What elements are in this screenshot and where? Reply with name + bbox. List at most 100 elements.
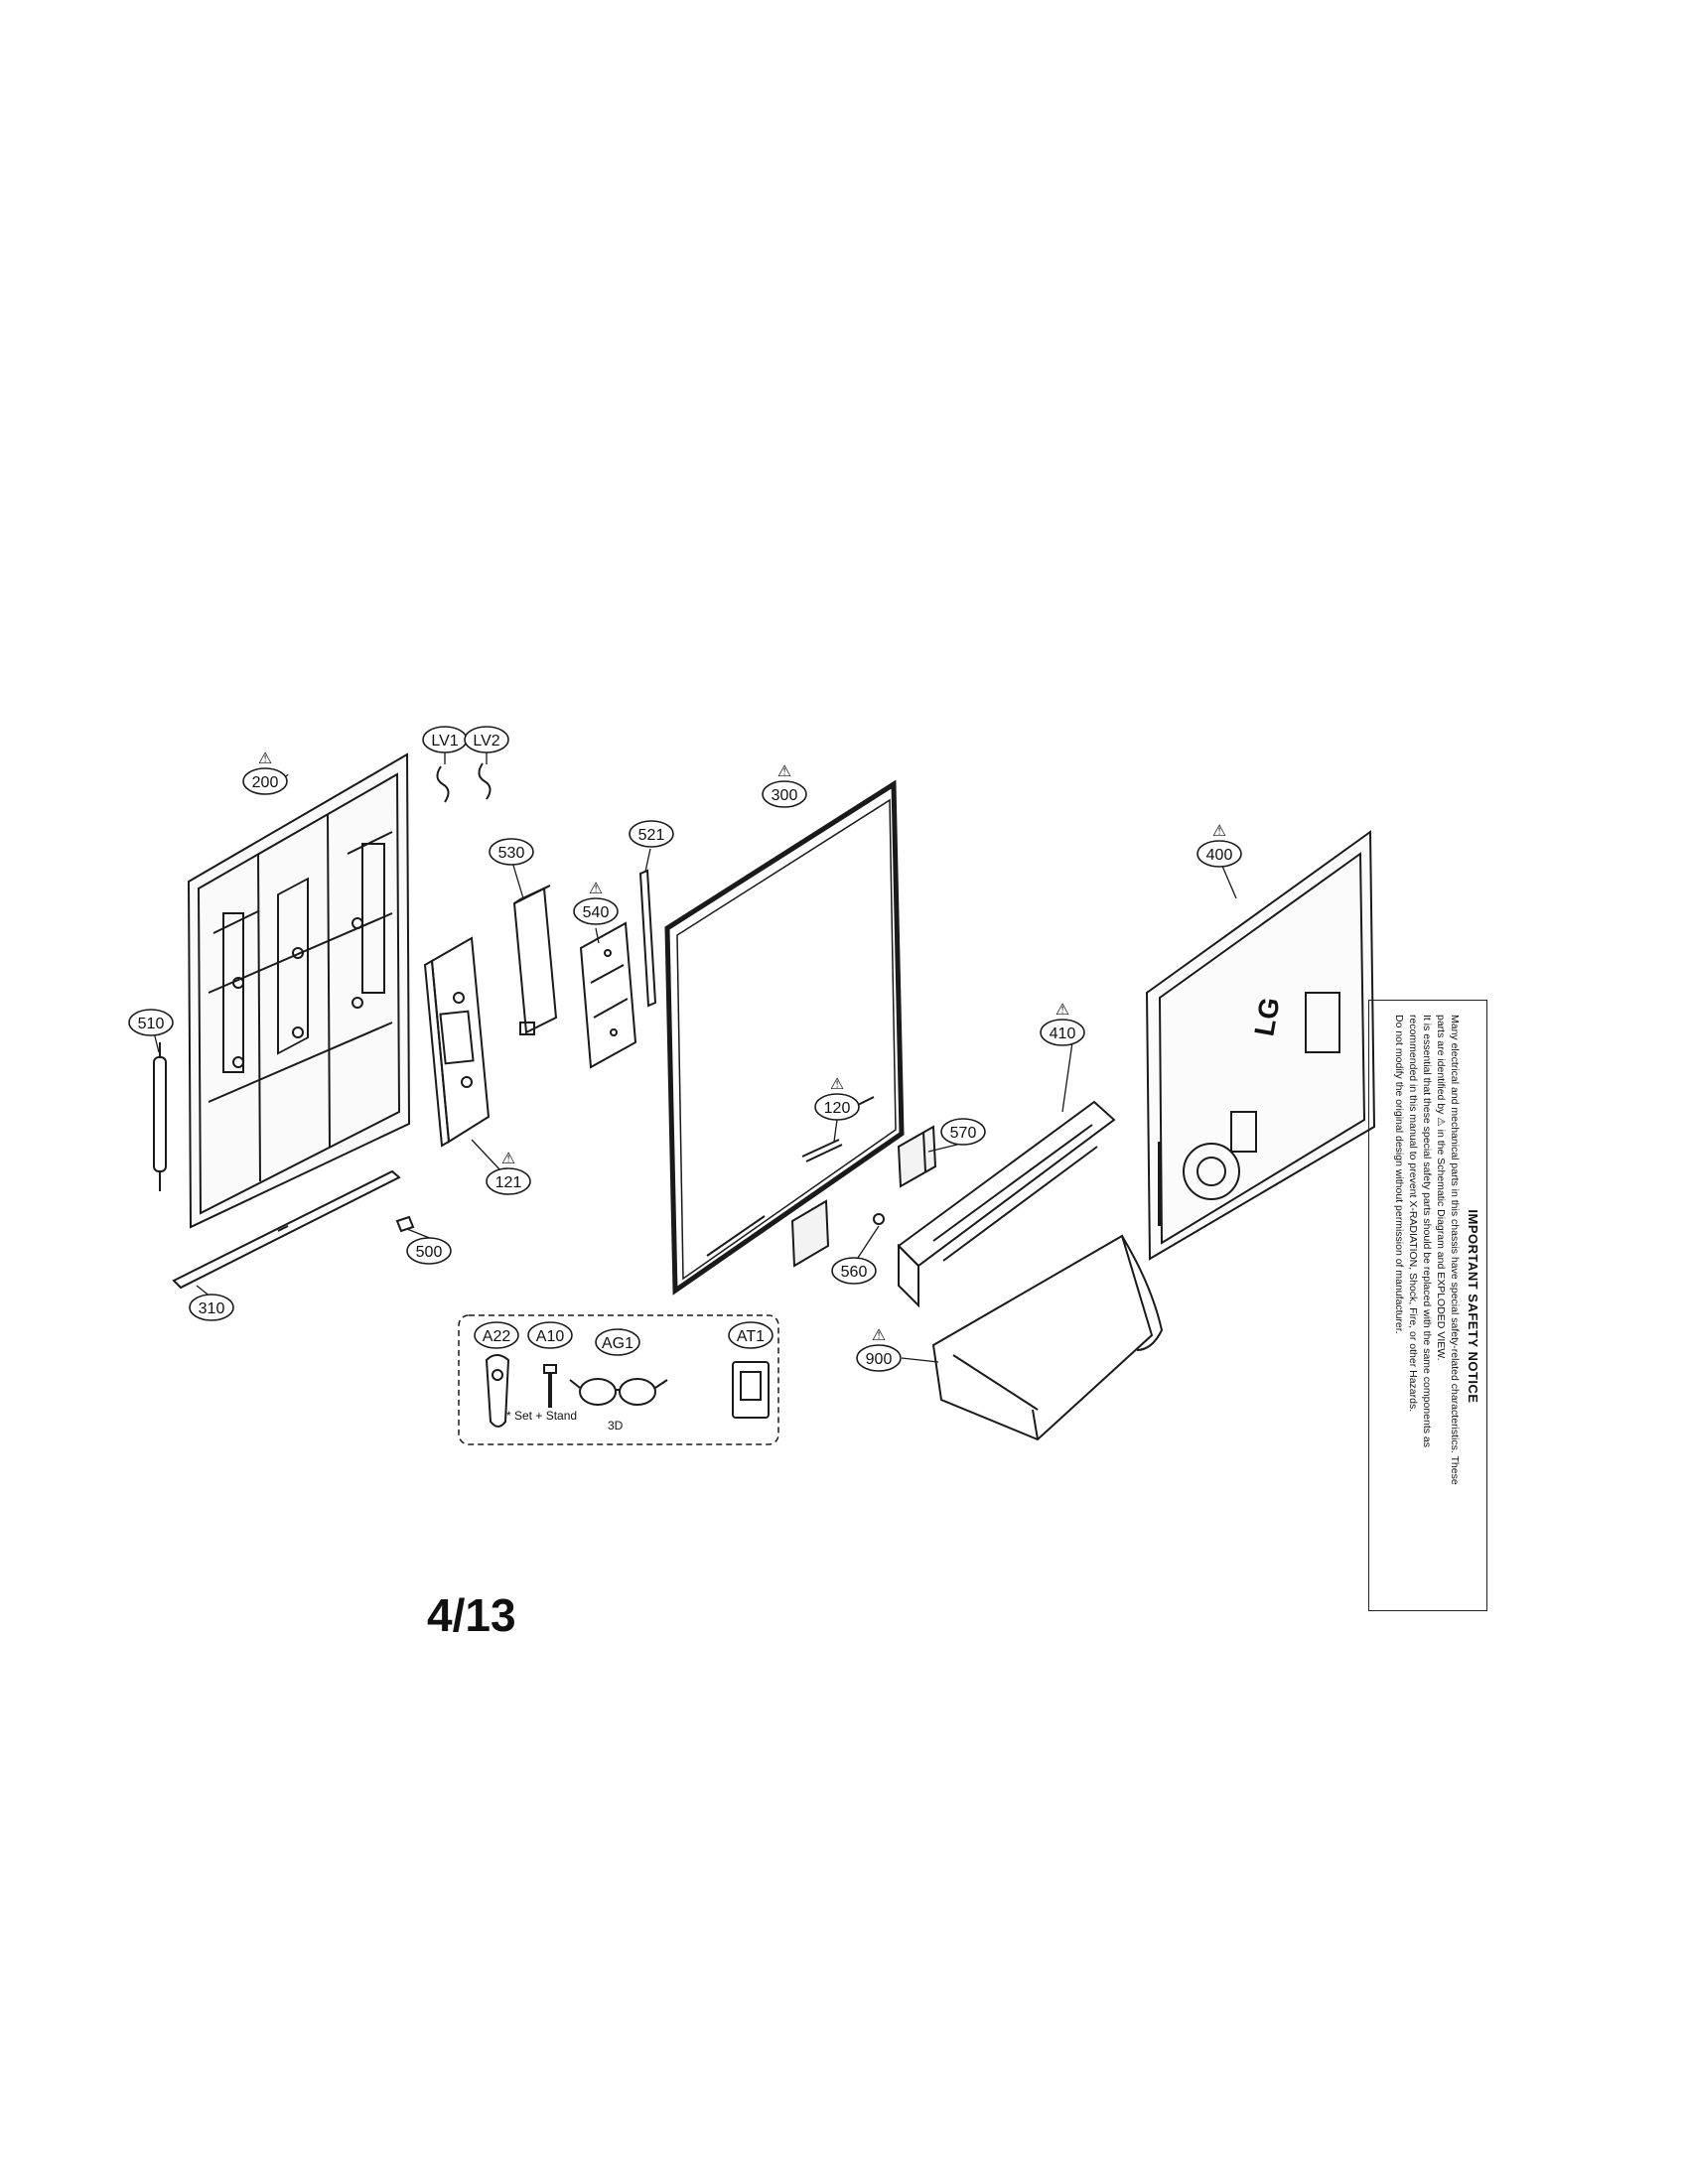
logo-text: LG: [1248, 995, 1285, 1038]
callout-label: 540: [583, 904, 610, 921]
callout-lv2: LV2: [464, 726, 509, 753]
part-900-stand: [931, 1234, 1164, 1441]
part-310-bottom-bar: [172, 1169, 401, 1290]
part-400-back-cover: LG: [1145, 830, 1376, 1261]
callout-label: A22: [483, 1328, 511, 1345]
part-500-clip: [395, 1215, 415, 1233]
callout-540: 540 ⚠: [573, 879, 619, 925]
callout-310: 310: [189, 1294, 234, 1321]
accessory-a22-remote: [485, 1354, 510, 1428]
callout-label: 570: [950, 1125, 977, 1142]
callout-530: 530: [489, 838, 534, 866]
callout-300: 300 ⚠: [762, 761, 807, 808]
warning-icon: ⚠: [501, 1149, 515, 1167]
callout-oval: [128, 1009, 174, 1036]
callout-oval: [940, 1118, 986, 1146]
safety-notice-title: IMPORTANT SAFETY NOTICE: [1466, 1209, 1480, 1404]
callout-oval: [489, 838, 534, 866]
part-121-board: [423, 936, 491, 1148]
safety-notice-line: recommended in this manual to prevent X-…: [1407, 1015, 1419, 1413]
callout-410: 410 ⚠: [1040, 1000, 1085, 1046]
part-521-strip: [638, 869, 657, 1008]
callout-521: 521: [629, 820, 674, 848]
safety-notice-line: Many electrical and mechanical parts in …: [1449, 1015, 1461, 1485]
callout-label: LV1: [431, 733, 458, 750]
callout-label: 400: [1206, 847, 1233, 864]
callout-label: 300: [772, 787, 798, 804]
three-d-note: 3D: [608, 1419, 624, 1433]
callout-ag1: AG1: [595, 1328, 640, 1356]
callout-label: A10: [536, 1328, 565, 1345]
part-530-power-block: [512, 885, 558, 1035]
part-lv1-clip: [436, 765, 450, 803]
callout-label: AT1: [737, 1328, 765, 1345]
accessory-box: [458, 1314, 779, 1445]
callout-500: 500: [406, 1237, 452, 1265]
callout-label: 310: [199, 1300, 225, 1317]
callout-label: 500: [416, 1244, 443, 1261]
callout-oval: [1196, 840, 1242, 868]
callout-oval: [814, 1093, 860, 1121]
part-560-bracket: [790, 1199, 885, 1268]
warning-icon: ⚠: [830, 1074, 844, 1093]
callout-layer: 200 ⚠ LV1 LV2 530 540 ⚠ 521 300 ⚠ 400 ⚠ 510 121 ⚠ 500 31…: [128, 726, 1242, 1372]
callout-label: 530: [498, 845, 525, 862]
callout-oval: [831, 1257, 877, 1285]
set-stand-note: * Set + Stand: [506, 1409, 577, 1423]
callout-570: 570: [940, 1118, 986, 1146]
part-510-side-bar: [153, 1042, 167, 1191]
callout-oval: [406, 1237, 452, 1265]
callout-oval: [242, 767, 288, 795]
accessory-at1-manual: [732, 1361, 770, 1419]
callout-a10: A10: [527, 1321, 573, 1349]
safety-notice-line: It is essential that these special safet…: [1421, 1015, 1433, 1447]
warning-icon: ⚠: [258, 749, 272, 767]
callout-label: 120: [824, 1100, 851, 1117]
warning-icon: ⚠: [777, 761, 791, 780]
callout-label: 121: [495, 1174, 522, 1191]
safety-notice-box: IMPORTANT SAFETY NOTICE Many electrical …: [1368, 1000, 1487, 1611]
safety-notice-line: Do not modify the original design withou…: [1393, 1015, 1405, 1334]
callout-oval: [486, 1167, 531, 1195]
warning-icon: ⚠: [1212, 821, 1226, 840]
callout-oval: [595, 1328, 640, 1356]
callout-label: 521: [638, 827, 665, 844]
callout-121: 121 ⚠: [486, 1149, 531, 1195]
callout-a22: A22: [474, 1321, 519, 1349]
callout-label: 900: [866, 1351, 893, 1368]
accessory-ag1-glasses: [569, 1378, 668, 1406]
callout-label: 510: [138, 1016, 165, 1032]
callout-oval: [728, 1321, 774, 1349]
part-540-circuit-board: [579, 921, 637, 1069]
callout-label: AG1: [602, 1335, 633, 1352]
part-300-panel: [664, 779, 905, 1296]
callout-oval: [464, 726, 509, 753]
page-number: 4/13: [427, 1589, 516, 1641]
warning-icon: ⚠: [589, 879, 603, 897]
callout-oval: [762, 780, 807, 808]
part-410-cover: [897, 1100, 1116, 1308]
callout-lv1: LV1: [422, 726, 468, 753]
callout-label: LV2: [473, 733, 499, 750]
callout-560: 560: [831, 1257, 877, 1285]
callout-label: 410: [1050, 1025, 1076, 1042]
callout-oval: [474, 1321, 519, 1349]
callout-at1: AT1: [728, 1321, 774, 1349]
callout-900: 900⚠: [856, 1325, 902, 1372]
warning-icon: ⚠: [1055, 1000, 1069, 1019]
callout-510: 510: [128, 1009, 174, 1036]
callout-200: 200 ⚠: [242, 749, 288, 795]
part-lv2-clip: [478, 762, 492, 800]
part-200-frame: [187, 752, 411, 1229]
callout-oval: [856, 1344, 902, 1372]
safety-notice-line: parts are identified by ⚠ in the Schemat…: [1435, 1015, 1447, 1361]
callout-label: 200: [252, 774, 279, 791]
callout-120: 120 ⚠: [814, 1074, 860, 1121]
callout-oval: [1040, 1019, 1085, 1046]
callout-oval: [527, 1321, 573, 1349]
callout-400: 400 ⚠: [1196, 821, 1242, 868]
accessory-a10-screw: [543, 1364, 557, 1408]
callout-oval: [573, 897, 619, 925]
callout-label: 560: [841, 1264, 868, 1281]
